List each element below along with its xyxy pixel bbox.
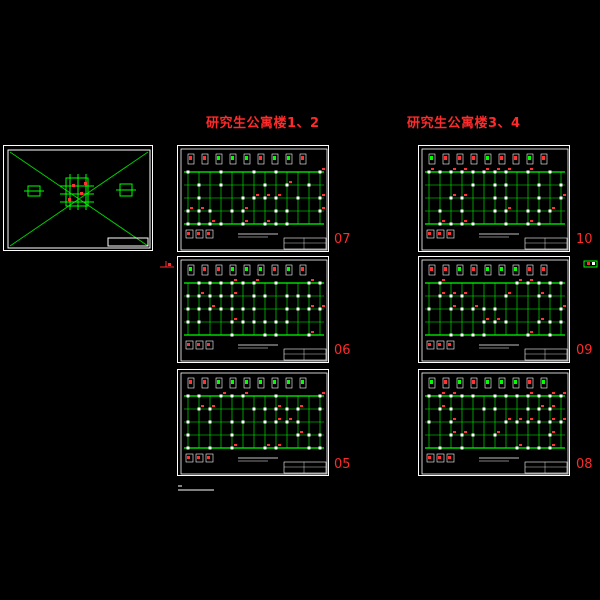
drawing-sheet-08[interactable] bbox=[418, 369, 570, 476]
sheet-number-08: 08 bbox=[576, 457, 593, 472]
overview-sheet[interactable] bbox=[3, 145, 153, 251]
stray-marker-right bbox=[583, 260, 598, 268]
overview-drawing bbox=[7, 149, 151, 249]
stray-marker-left bbox=[160, 261, 174, 268]
sheet-number-09: 09 bbox=[576, 343, 593, 358]
footnote-mark bbox=[178, 485, 214, 491]
group-title-1: 研究生公寓楼1、2 bbox=[206, 116, 320, 131]
sheet-number-05: 05 bbox=[334, 457, 351, 472]
drawing-sheet-07[interactable] bbox=[177, 145, 329, 252]
sheet-number-07: 07 bbox=[334, 232, 351, 247]
drawing-sheet-06[interactable] bbox=[177, 256, 329, 363]
drawing-sheet-09[interactable] bbox=[418, 256, 570, 363]
drawing-sheet-05[interactable] bbox=[177, 369, 329, 476]
group-title-2: 研究生公寓楼3、4 bbox=[407, 116, 521, 131]
drawing-sheet-10[interactable] bbox=[418, 145, 570, 252]
sheet-number-10: 10 bbox=[576, 232, 593, 247]
sheet-number-06: 06 bbox=[334, 343, 351, 358]
